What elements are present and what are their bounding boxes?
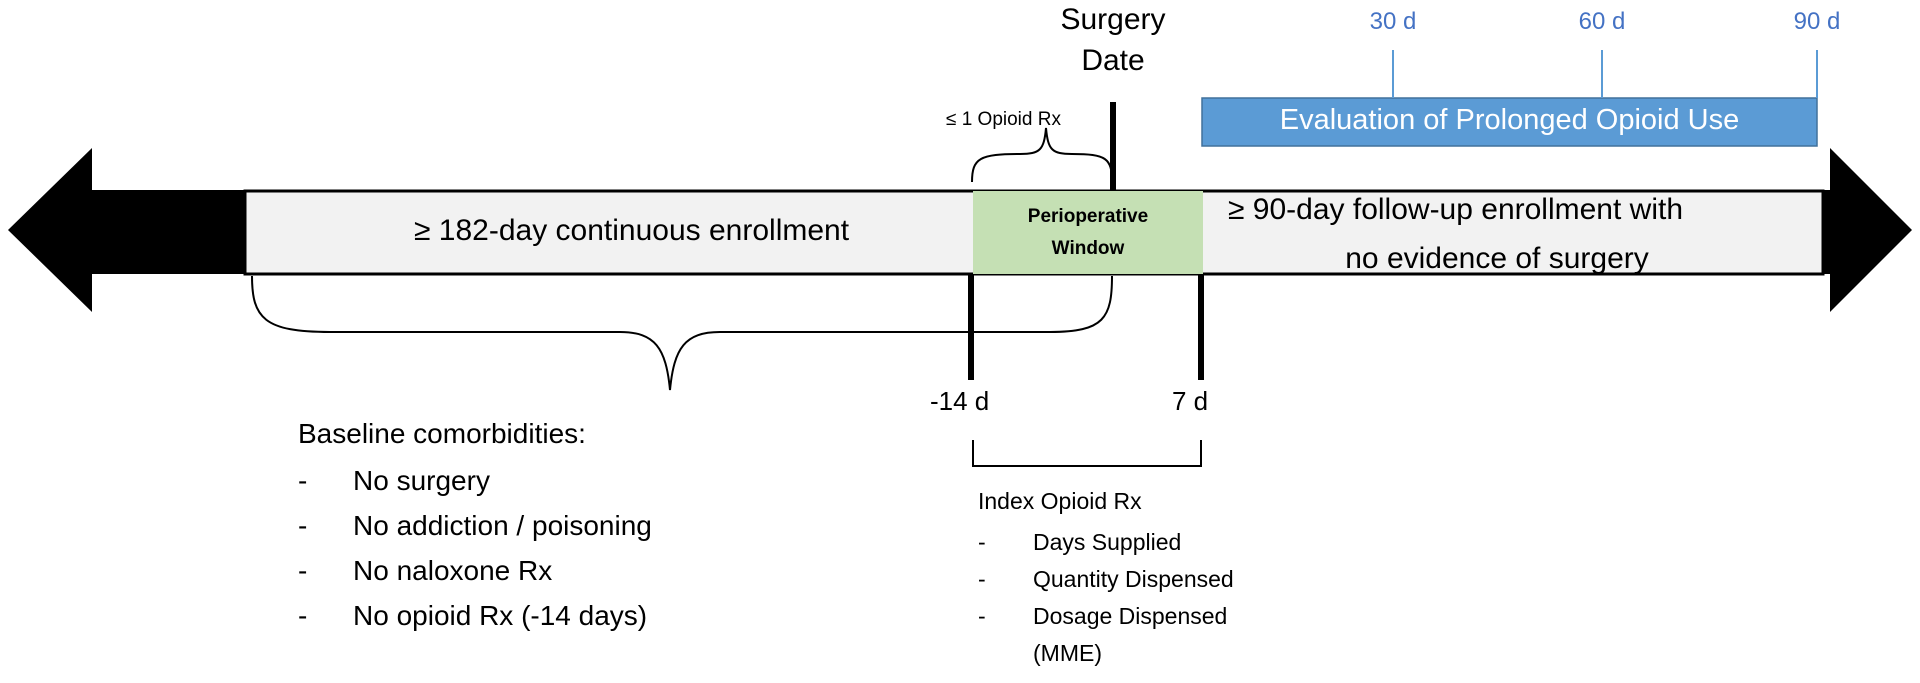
index-heading: Index Opioid Rx [978, 488, 1142, 514]
baseline-heading: Baseline comorbidities: [298, 418, 586, 449]
perioperative-label-line2: Window [1051, 238, 1125, 259]
index-item: -Days Supplied [978, 529, 1182, 555]
surgery-label-line1: Surgery [1060, 3, 1166, 36]
left-arrowhead [8, 148, 92, 312]
perioperative-window [973, 191, 1203, 274]
tick-label-minus14: -14 d [930, 386, 990, 416]
index-bracket [972, 440, 1202, 467]
followup-label-line2: no evidence of surgery [1345, 242, 1649, 275]
tick-label-7: 7 d [1172, 386, 1209, 416]
opioid-limit-brace [971, 127, 1113, 183]
baseline-list: -No surgery -No addiction / poisoning -N… [298, 458, 652, 638]
index-item: -Dosage Dispensed [978, 603, 1228, 629]
perioperative-label-line1: Perioperative [1027, 206, 1149, 227]
right-arrowhead [1830, 148, 1912, 312]
evaluation-box [1201, 97, 1818, 147]
baseline-item: -No opioid Rx (-14 days) [298, 600, 648, 631]
eval-tick-label-30: 30 d [1369, 8, 1417, 35]
surgery-label-line2: Date [1081, 44, 1145, 77]
followup-label-line1: ≥ 90-day follow-up enrollment with [1228, 193, 1684, 226]
index-item-continuation: (MME) [1033, 640, 1102, 666]
enrollment-label: ≥ 182-day continuous enrollment [414, 214, 850, 247]
baseline-item: -No naloxone Rx [298, 555, 553, 586]
baseline-item: -No surgery [298, 465, 490, 496]
left-arrow-shaft [90, 190, 250, 274]
baseline-item: -No addiction / poisoning [298, 510, 652, 541]
eval-tick-label-60: 60 d [1578, 8, 1626, 35]
index-item: -Quantity Dispensed [978, 566, 1234, 592]
baseline-brace [251, 275, 1113, 391]
evaluation-label: Evaluation of Prolonged Opioid Use [1279, 104, 1740, 136]
opioid-limit-label: ≤ 1 Opioid Rx [946, 109, 1061, 130]
index-list: -Days Supplied -Quantity Dispensed -Dosa… [978, 524, 1234, 672]
eval-tick-label-90: 90 d [1793, 8, 1841, 35]
